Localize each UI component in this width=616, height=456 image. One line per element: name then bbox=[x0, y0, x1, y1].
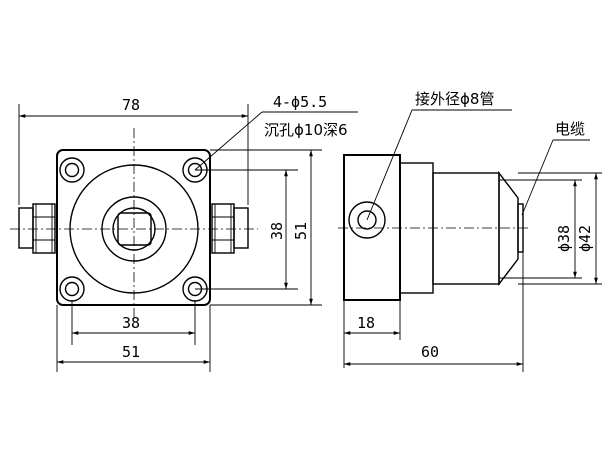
dim-label-38-horizontal: 38 bbox=[122, 314, 140, 332]
sensor-cap bbox=[498, 170, 519, 287]
pipe-callout-leader bbox=[366, 109, 413, 221]
front-body-outline bbox=[56, 149, 211, 306]
hole-callout-counterbore: 沉孔ϕ10深6 bbox=[264, 121, 348, 139]
hole-callout-leader bbox=[194, 111, 263, 171]
hole-callout-count: 4-ϕ5.5 bbox=[273, 93, 327, 111]
left-pipe-fitting bbox=[18, 203, 56, 254]
side-port-inner bbox=[357, 210, 377, 230]
dim-label-78: 78 bbox=[122, 96, 140, 114]
dim-label-diameter-38: ϕ38 bbox=[555, 225, 573, 252]
dim-label-diameter-42: ϕ42 bbox=[576, 225, 594, 252]
dim-label-51-horizontal: 51 bbox=[122, 343, 140, 361]
sensor-body bbox=[432, 172, 500, 285]
dim-label-60: 60 bbox=[421, 343, 439, 361]
dim-label-18: 18 bbox=[357, 314, 375, 332]
right-pipe-fitting bbox=[211, 203, 249, 254]
cable-callout-leader bbox=[521, 139, 554, 216]
front-view: 78 38 51 38 51 4-ϕ5.5 沉孔ϕ10深6 bbox=[10, 93, 358, 372]
dim-label-51-vertical: 51 bbox=[292, 222, 310, 240]
mounting-holes bbox=[59, 157, 208, 302]
dim-label-38-vertical: 38 bbox=[268, 222, 286, 240]
pipe-callout-text: 接外径ϕ8管 bbox=[415, 90, 494, 108]
side-view: 接外径ϕ8管 电缆 ϕ38 ϕ42 18 60 bbox=[338, 90, 602, 372]
cable-callout-text: 电缆 bbox=[555, 120, 585, 138]
side-port-outer bbox=[348, 201, 386, 239]
